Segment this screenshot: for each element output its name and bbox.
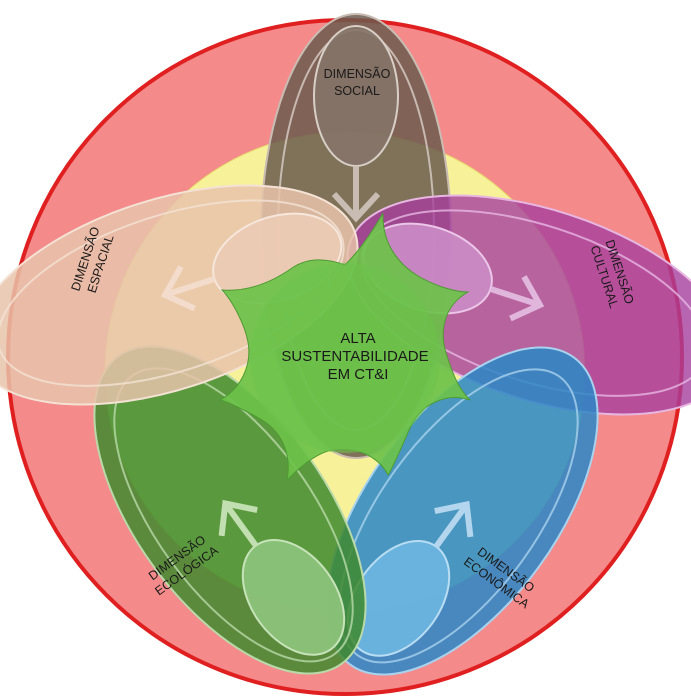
center-title-line1: ALTA [340,330,375,347]
center-title-line3: EM CT&I [328,366,389,383]
center-disc [250,263,440,453]
center-title-line2: SUSTENTABILIDADE [281,348,428,365]
label-social-line1: DIMENSÃO [324,67,391,81]
petal-economica [325,346,599,676]
label-social-line2: SOCIAL [334,84,380,98]
label-social: DIMENSÃO SOCIAL [324,67,391,98]
petal-ecologica [93,345,367,675]
